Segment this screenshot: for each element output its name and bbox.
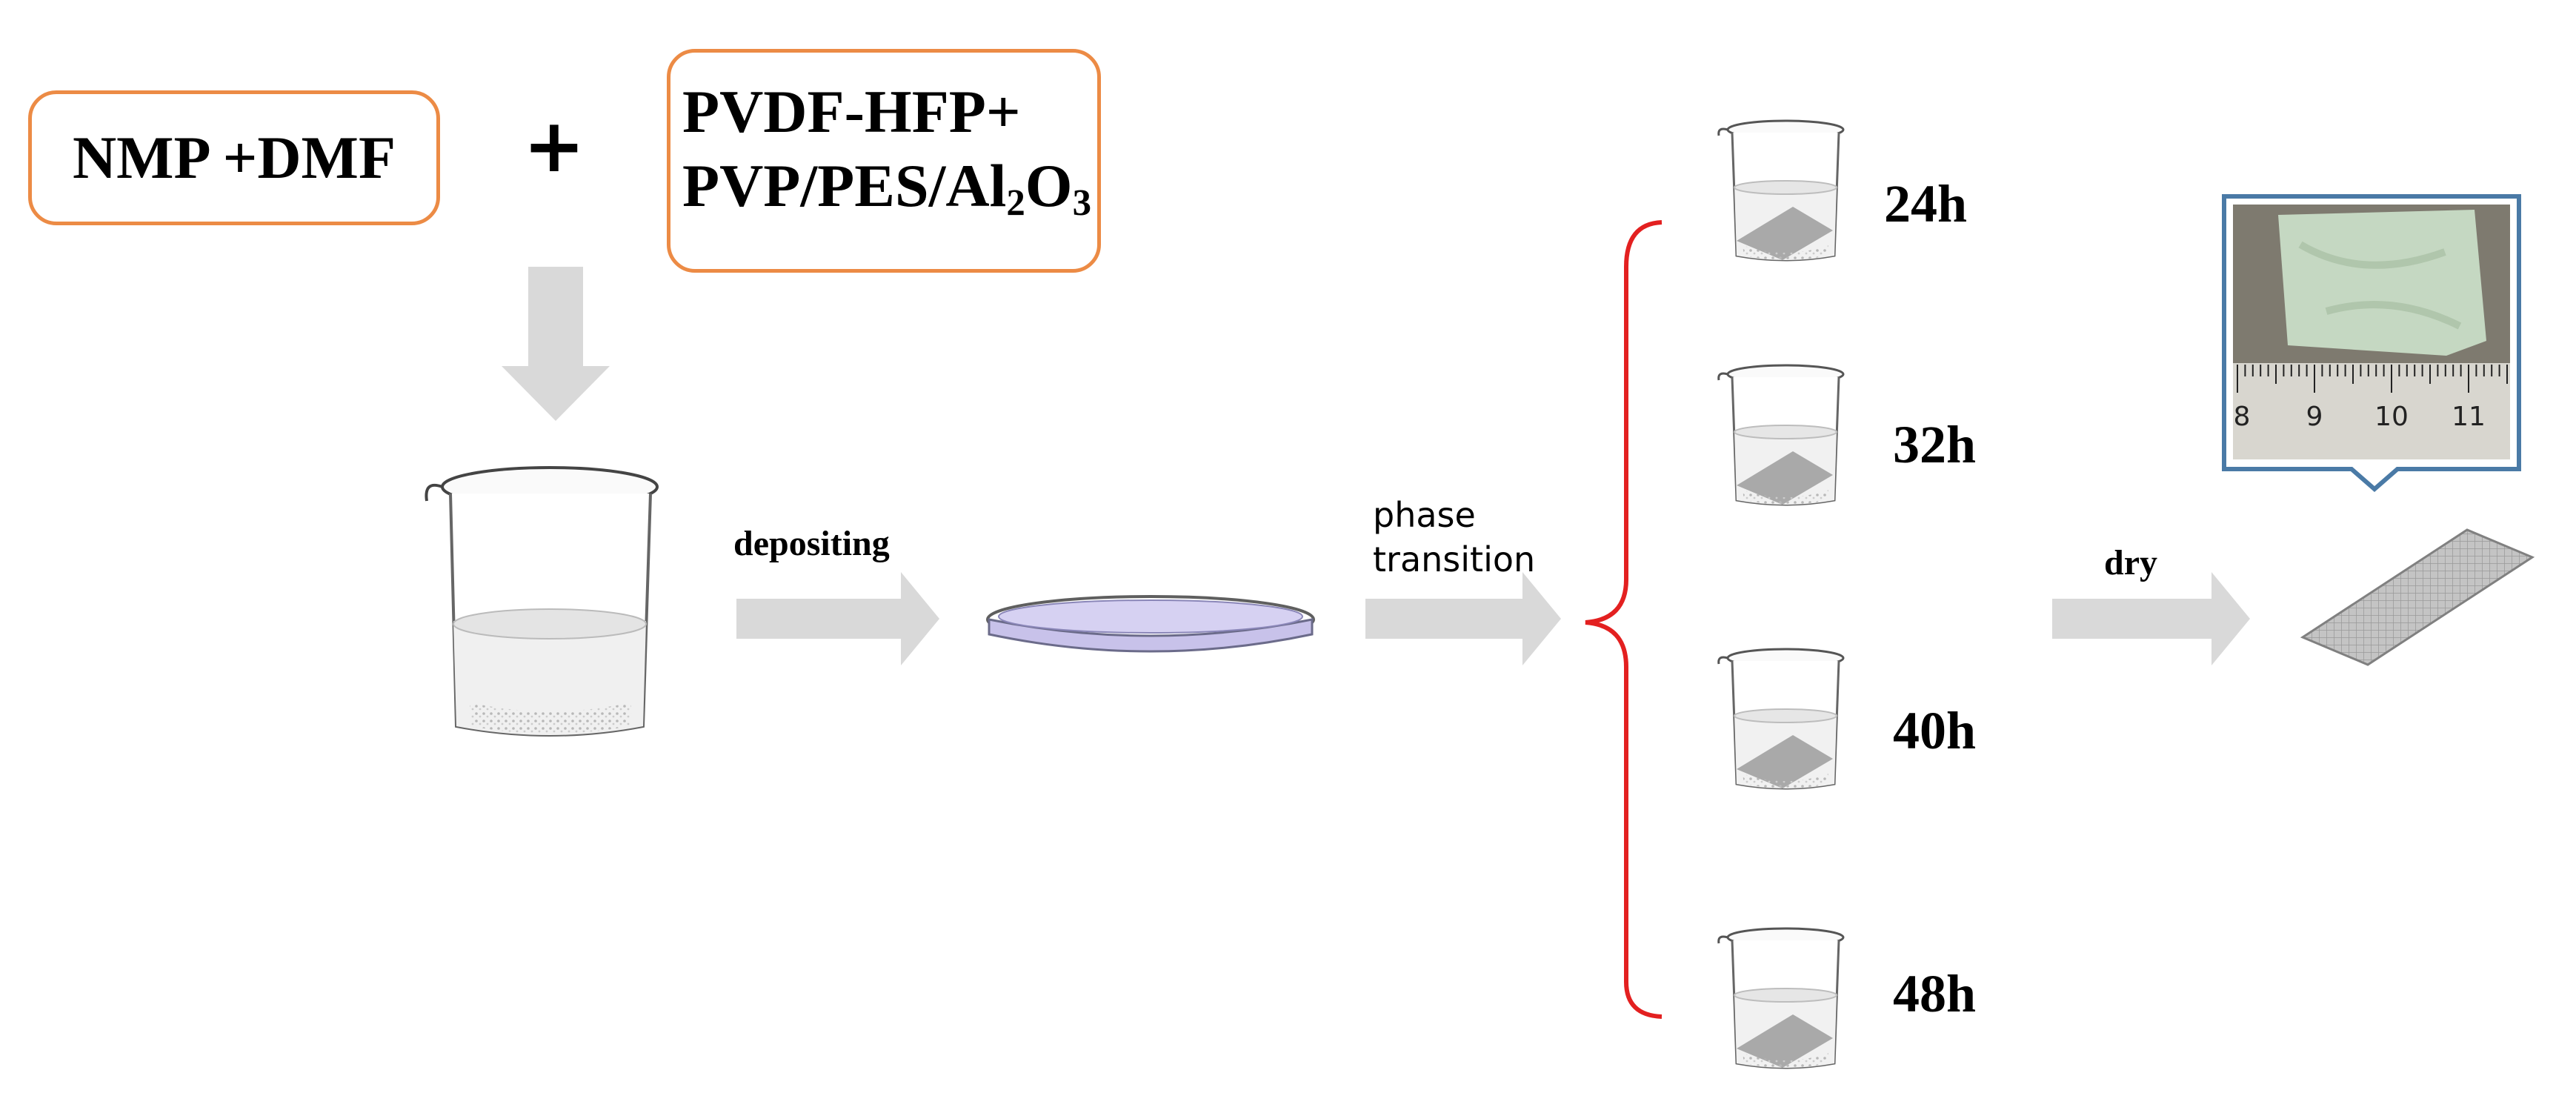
depositing-arrow: [736, 572, 939, 665]
duration-40h: 40h: [1893, 701, 1977, 760]
polymer-line-1: PVDF-HFP+: [682, 78, 1021, 145]
beaker-32h-icon: [1717, 364, 1845, 506]
duration-48h: 48h: [1893, 964, 1977, 1023]
solvent-box: NMP +DMF: [28, 90, 440, 225]
solvent-label: NMP +DMF: [72, 124, 396, 191]
polymer-line-2: PVP/PES/Al2O3: [682, 152, 1091, 224]
red-brace: [1585, 220, 1663, 1019]
membrane-photo-callout: [2222, 194, 2521, 492]
ruler-label: 11: [2452, 402, 2486, 432]
beaker-mixture-icon: [425, 466, 659, 737]
dry-label: dry: [2104, 543, 2157, 582]
beaker-48h-icon: [1717, 927, 1845, 1069]
duration-24h: 24h: [1884, 174, 1968, 233]
phase-label: phase: [1373, 495, 1476, 535]
polymer-box: PVDF-HFP+ PVP/PES/Al2O3: [667, 49, 1101, 273]
ruler-label: 8: [2234, 402, 2251, 432]
beaker-40h-icon: [1717, 648, 1845, 790]
ruler-ticks: 8 9 10 11: [2234, 365, 2508, 432]
down-arrow: [502, 267, 610, 421]
ruler-label: 10: [2374, 402, 2409, 432]
beaker-24h-icon: [1717, 119, 1845, 262]
petri-dish-icon: [986, 595, 1315, 653]
membrane-icon: [2300, 528, 2535, 666]
dry-arrow: [2052, 572, 2250, 665]
depositing-label: depositing: [733, 524, 890, 563]
plus-sign: +: [523, 102, 585, 189]
transition-label: transition: [1373, 539, 1536, 579]
phase-transition-arrow: [1365, 572, 1561, 665]
ruler-label: 9: [2306, 402, 2323, 432]
duration-32h: 32h: [1893, 415, 1977, 474]
